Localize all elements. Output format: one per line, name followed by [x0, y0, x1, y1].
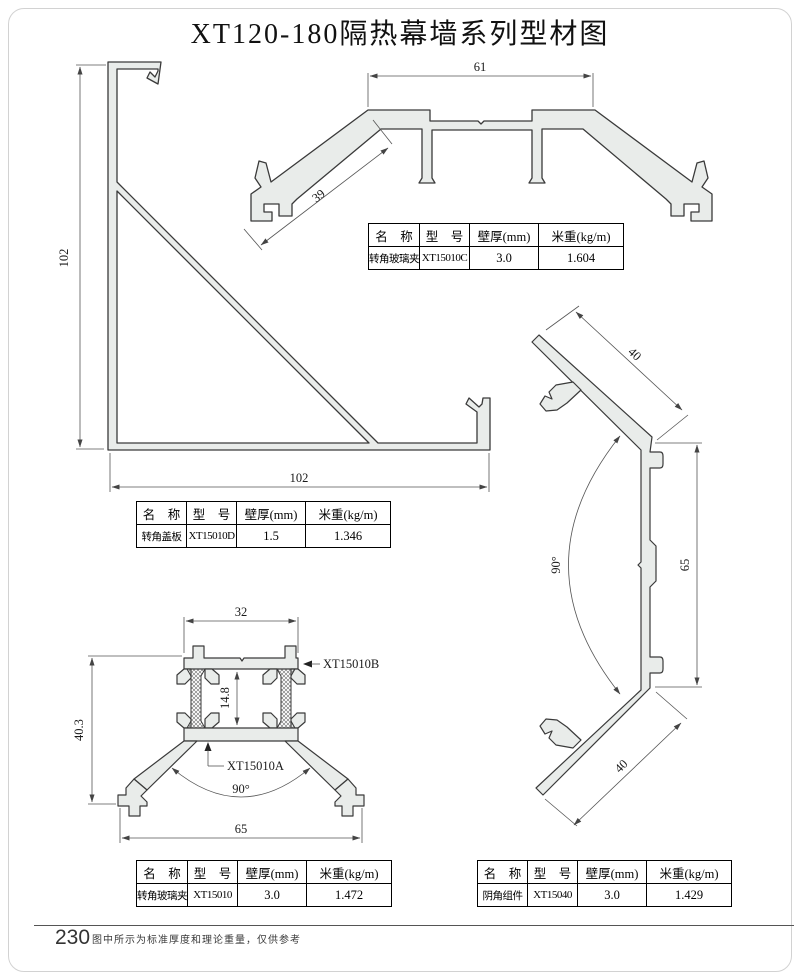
dimension-lines-arm-top-40: [545, 305, 689, 441]
spec-table-xt15040: 名 称 型 号 壁厚(mm) 米重(kg/m) 阴角组件 XT15040 3.0…: [477, 860, 732, 907]
cell-model: XT15010D: [186, 524, 237, 548]
thermal-strip-right: [276, 668, 296, 729]
header-model: 型 号: [419, 223, 470, 247]
table-row: 转角玻璃夹 XT15010 3.0 1.472: [136, 883, 392, 907]
table-header-row: 名 称 型 号 壁厚(mm) 米重(kg/m): [368, 223, 624, 247]
dimension-lines-arm-bottom-40: [544, 691, 688, 827]
header-weight: 米重(kg/m): [305, 501, 391, 525]
dimension-lines-65: [119, 808, 363, 843]
header-thickness: 壁厚(mm): [577, 860, 647, 884]
thermal-strip-left: [186, 668, 206, 729]
page-border: [8, 8, 792, 972]
table-header-row: 名 称 型 号 壁厚(mm) 米重(kg/m): [477, 860, 732, 884]
cell-model: XT15010C: [419, 246, 470, 270]
profile-outline: [107, 61, 491, 451]
dim-angle-90: 90°: [549, 556, 563, 574]
leader-xt15010a: XT15010A: [204, 742, 284, 773]
hook-upper: [539, 381, 582, 412]
cell-name: 转角玻璃夹: [368, 246, 420, 270]
header-thickness: 壁厚(mm): [469, 223, 539, 247]
drawing-inner-corner: 40 65 90° 40: [531, 305, 702, 827]
dimension-lines-61: [367, 73, 594, 107]
table-header-row: 名 称 型 号 壁厚(mm) 米重(kg/m): [136, 860, 392, 884]
footer-divider: [34, 925, 794, 926]
cell-weight: 1.472: [306, 883, 392, 907]
bottom-jaw-right-inner: [262, 712, 278, 729]
top-jaw-right-inner: [262, 668, 278, 685]
table-row: 转角玻璃夹 XT15010C 3.0 1.604: [368, 246, 624, 270]
page-number: 230: [55, 926, 91, 949]
dim-angle-90: 90°: [232, 782, 250, 796]
dim-height-102: 102: [57, 249, 71, 268]
header-name: 名 称: [477, 860, 528, 884]
dimension-lines-horizontal: [109, 453, 490, 492]
spec-table-xt15010: 名 称 型 号 壁厚(mm) 米重(kg/m) 转角玻璃夹 XT15010 3.…: [136, 860, 392, 907]
label-xt15010a: XT15010A: [227, 759, 284, 773]
dimension-lines-height-65: [655, 442, 702, 688]
header-model: 型 号: [186, 501, 237, 525]
header-model: 型 号: [527, 860, 578, 884]
top-jaw-left-inner: [204, 668, 220, 685]
cell-weight: 1.346: [305, 524, 391, 548]
dim-inner-14-8: 14.8: [218, 687, 232, 709]
foot-left: [117, 778, 148, 817]
cell-model: XT15010: [187, 883, 238, 907]
drawing-corner-glass-clamp-assembly: 32 14.8 40.3 90° 65 XT15010B XT15010A: [72, 605, 379, 843]
foot-right: [334, 778, 365, 817]
cell-model: XT15040: [527, 883, 578, 907]
table-row: 转角盖板 XT15010D 1.5 1.346: [136, 524, 391, 548]
dimension-lines-40-3: [88, 655, 182, 805]
dimension-lines-39: [243, 119, 393, 251]
dim-width-102: 102: [290, 471, 309, 485]
wing-left: [133, 740, 198, 791]
angle-arc-90: [568, 435, 621, 695]
header-name: 名 称: [368, 223, 420, 247]
dim-diagonal-39: 39: [309, 186, 327, 205]
dimension-lines-vertical: [76, 64, 106, 450]
dim-width-61: 61: [474, 60, 487, 74]
header-name: 名 称: [136, 501, 187, 525]
table-header-row: 名 称 型 号 壁厚(mm) 米重(kg/m): [136, 501, 391, 525]
spec-table-xt15010d: 名 称 型 号 壁厚(mm) 米重(kg/m) 转角盖板 XT15010D 1.…: [136, 501, 391, 548]
cell-thickness: 3.0: [237, 883, 307, 907]
header-thickness: 壁厚(mm): [236, 501, 306, 525]
spec-table-xt15010c: 名 称 型 号 壁厚(mm) 米重(kg/m) 转角玻璃夹 XT15010C 3…: [368, 223, 624, 270]
cell-name: 转角盖板: [136, 524, 187, 548]
header-thickness: 壁厚(mm): [237, 860, 307, 884]
cell-thickness: 3.0: [577, 883, 647, 907]
profile-outline: [250, 109, 713, 222]
dimension-lines-32: [183, 617, 299, 653]
bottom-bar: [183, 727, 299, 742]
dim-left-40-3: 40.3: [72, 719, 86, 741]
drawing-corner-glass-clamp-c: 61 39: [243, 60, 713, 251]
dim-arm-bottom-40: 40: [612, 757, 631, 776]
drawing-corner-cover: 102 102: [57, 61, 491, 492]
bottom-jaw-left-inner: [204, 712, 220, 729]
leader-xt15010b: XT15010B: [303, 657, 379, 671]
dim-bottom-65: 65: [235, 822, 248, 836]
header-weight: 米重(kg/m): [306, 860, 392, 884]
dim-height-65: 65: [678, 559, 692, 572]
header-name: 名 称: [136, 860, 188, 884]
dim-top-32: 32: [235, 605, 248, 619]
cell-name: 转角玻璃夹: [136, 883, 188, 907]
footer-note: 图中所示为标准厚度和理论重量，仅供参考: [92, 935, 301, 946]
cell-name: 阴角组件: [477, 883, 528, 907]
cell-thickness: 1.5: [236, 524, 306, 548]
table-row: 阴角组件 XT15040 3.0 1.429: [477, 883, 732, 907]
label-xt15010b: XT15010B: [323, 657, 379, 671]
cell-thickness: 3.0: [469, 246, 539, 270]
wing-right: [284, 740, 349, 791]
cell-weight: 1.429: [646, 883, 732, 907]
angle-arc-90: [171, 767, 311, 798]
hook-lower: [539, 718, 582, 749]
header-weight: 米重(kg/m): [646, 860, 732, 884]
header-weight: 米重(kg/m): [538, 223, 624, 247]
profile-top-piece: [183, 645, 299, 670]
cell-weight: 1.604: [538, 246, 624, 270]
header-model: 型 号: [187, 860, 238, 884]
profile-outline: [531, 334, 664, 796]
page-title: XT120-180隔热幕墙系列型材图: [190, 19, 610, 50]
